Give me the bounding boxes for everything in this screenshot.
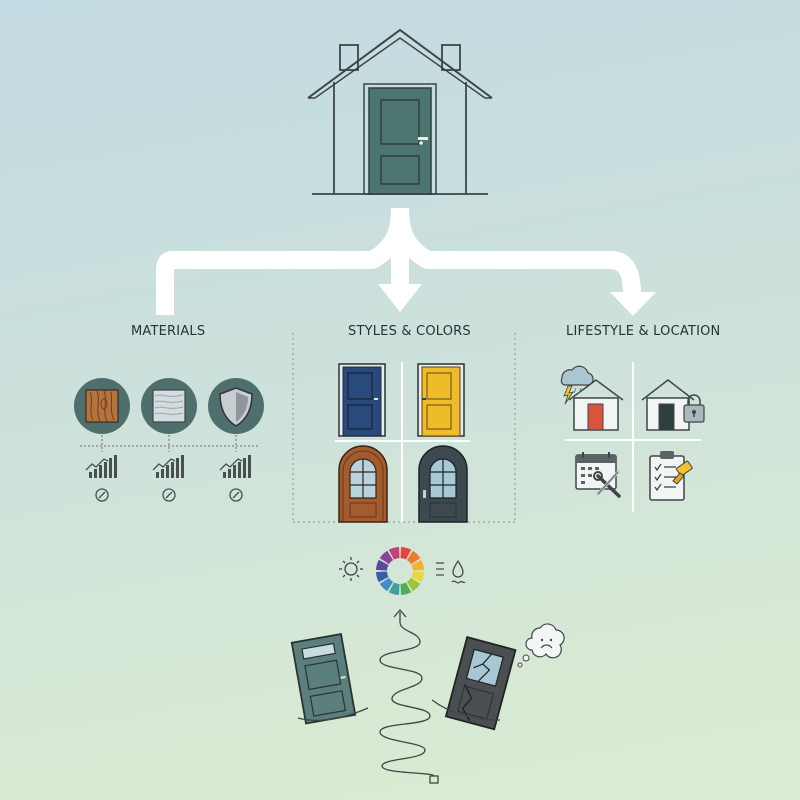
lifestyle-location-section bbox=[560, 362, 705, 512]
color-wheel-segment bbox=[379, 577, 394, 592]
wood-texture-icon bbox=[74, 378, 130, 434]
blue-door-icon bbox=[338, 363, 386, 437]
storm-house-icon bbox=[560, 365, 624, 431]
performance-chart-icon bbox=[89, 455, 251, 478]
calendar-maintenance-icon bbox=[575, 452, 621, 498]
color-wheel-segment bbox=[376, 559, 389, 571]
winding-journey-path bbox=[379, 609, 439, 784]
house-icon bbox=[307, 28, 493, 195]
secure-house-icon bbox=[641, 379, 705, 431]
branching-arrows bbox=[156, 207, 641, 315]
color-wheel-segment bbox=[388, 547, 400, 560]
arched-charcoal-door-icon bbox=[418, 445, 468, 523]
yellow-door-icon bbox=[417, 363, 465, 437]
heading-styles-colors: STYLES & COLORS bbox=[348, 324, 471, 339]
good-door-icon bbox=[290, 633, 357, 725]
color-wheel-segment bbox=[406, 550, 421, 565]
water-drop-icon bbox=[436, 559, 466, 584]
sun-icon bbox=[339, 557, 363, 581]
arched-wood-door-icon bbox=[338, 445, 388, 523]
color-wheel-segment bbox=[379, 550, 394, 565]
color-wheel-icon bbox=[376, 547, 424, 595]
maintenance-icon bbox=[95, 488, 243, 502]
color-wheel-segment bbox=[400, 582, 412, 595]
color-wheel-segment bbox=[406, 577, 421, 592]
sad-thought-bubble-icon bbox=[517, 623, 565, 668]
floor-line-left bbox=[297, 707, 369, 721]
weathered-door-icon bbox=[444, 636, 517, 731]
color-wheel-segment bbox=[388, 582, 400, 595]
arrow-head-center bbox=[378, 284, 422, 312]
heading-lifestyle-location: LIFESTYLE & LOCATION bbox=[566, 324, 721, 339]
styles-colors-section bbox=[292, 333, 516, 595]
color-wheel-segment bbox=[411, 559, 424, 571]
heading-materials: MATERIALS bbox=[131, 324, 206, 339]
floor-line-right bbox=[431, 699, 501, 721]
checklist-icon bbox=[649, 451, 693, 501]
color-wheel-segment bbox=[376, 571, 389, 583]
arrow-head-right bbox=[610, 292, 656, 316]
materials-section bbox=[74, 378, 264, 502]
color-wheel-segment bbox=[400, 547, 412, 560]
steel-shield-icon bbox=[208, 378, 264, 434]
fiberglass-texture-icon bbox=[141, 378, 197, 434]
color-wheel-segment bbox=[411, 571, 424, 583]
